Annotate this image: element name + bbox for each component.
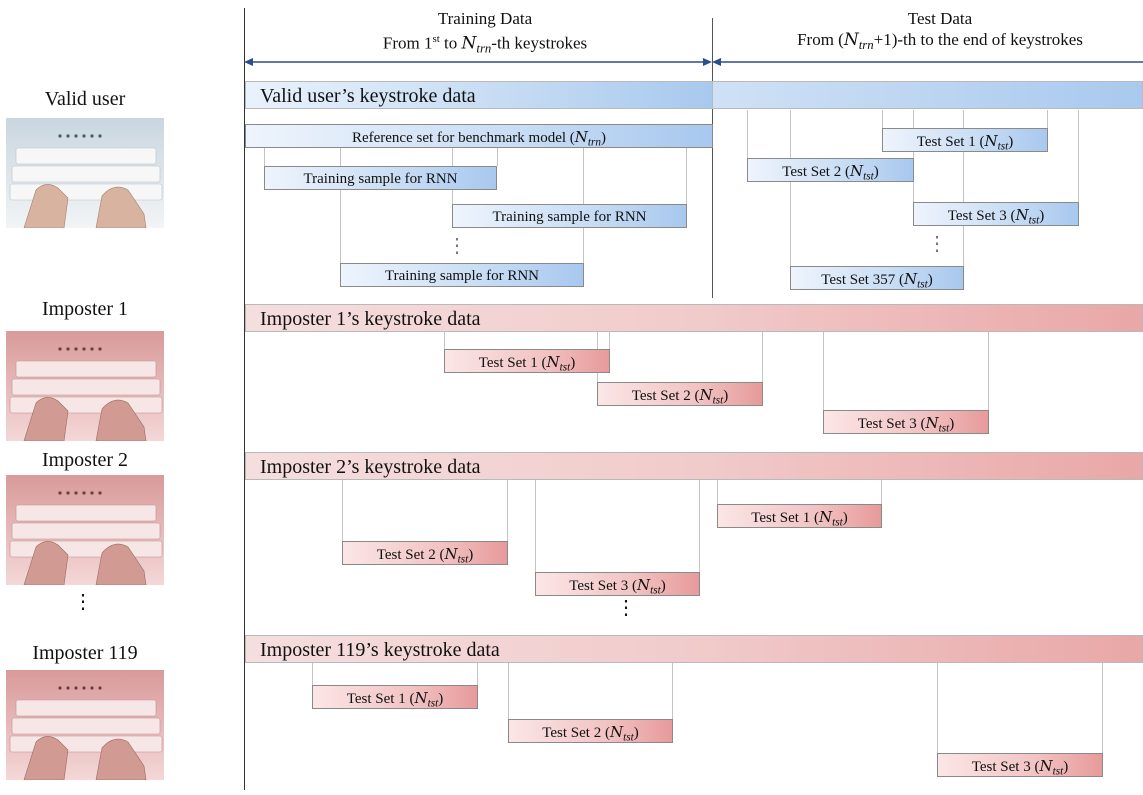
training-sample-box: Training sample for RNN — [264, 166, 497, 190]
tick-line — [699, 480, 700, 572]
more-imposters-ellipsis: ⋮ — [73, 591, 93, 613]
valid-user-keyboard-image — [6, 118, 164, 228]
keyboard-photo — [6, 118, 164, 228]
imposter-119-data-band: Imposter 119’s keystroke data — [245, 635, 1143, 663]
training-data-title: Training Data — [437, 9, 533, 28]
tick-line — [717, 480, 718, 504]
training-sample-box: Training sample for RNN — [452, 204, 687, 228]
valid-test-set-box: Test Set 1 (Ntst) — [882, 128, 1048, 152]
imposter-2-keyboard-image — [6, 475, 164, 585]
tick-line — [762, 332, 763, 382]
tick-line — [937, 663, 938, 753]
imposter-119-test-set-box: Test Set 2 (Ntst) — [508, 719, 673, 743]
valid-test-set-box: Test Set 3 (Ntst) — [913, 202, 1079, 226]
tick-line — [444, 332, 445, 350]
imposter-1-test-set-box: Test Set 1 (Ntst) — [444, 349, 610, 373]
tick-line — [747, 110, 748, 158]
valid-test-set-box: Test Set 357 (Ntst) — [790, 266, 964, 290]
imposter-2-test-set-box: Test Set 3 (Ntst) — [535, 572, 700, 596]
arrow-head-right — [703, 58, 712, 66]
tick-line — [342, 480, 343, 541]
imposter-119-keyboard-image — [6, 670, 164, 780]
imposter-1-label: Imposter 1 — [41, 298, 129, 320]
train-test-split-line — [712, 18, 713, 298]
imposter-119-test-set-box: Test Set 1 (Ntst) — [312, 685, 478, 709]
tick-line — [497, 146, 498, 166]
imposter-2-test-set-box: Test Set 1 (Ntst) — [717, 504, 882, 528]
tick-line — [963, 110, 964, 266]
valid-user-data-band: Valid user’s keystroke data — [245, 81, 713, 109]
tick-line — [988, 332, 989, 410]
test-data-title: Test Data — [907, 9, 973, 28]
tick-line — [508, 663, 509, 719]
valid-user-test-band — [712, 81, 1143, 109]
imposter-119-label: Imposter 119 — [32, 642, 138, 664]
tick-line — [686, 146, 687, 204]
valid-user-label: Valid user — [44, 88, 126, 110]
tick-line — [312, 663, 313, 685]
imposter-2-label: Imposter 2 — [41, 449, 129, 471]
tick-line — [535, 480, 536, 572]
imposter-1-data-band: Imposter 1’s keystroke data — [245, 304, 1143, 332]
training-sample-box: Training sample for RNN — [340, 263, 584, 287]
training-samples-ellipsis: ⋮ — [447, 235, 467, 257]
training-data-header: Training Data From 1st to Ntrn-th keystr… — [300, 8, 670, 59]
reference-set-box: Reference set for benchmark model (Ntrn) — [245, 124, 713, 148]
range-arrows — [244, 58, 1143, 66]
test-data-range: From (Ntrn+1)-th to the end of keystroke… — [797, 30, 1083, 52]
tick-line — [477, 663, 478, 685]
arrow-head-left — [244, 58, 253, 66]
tick-line — [672, 663, 673, 719]
tick-line — [507, 480, 508, 541]
test-data-header: Test Data From (Ntrn+1)-th to the end of… — [740, 8, 1140, 56]
tick-line — [1102, 663, 1103, 753]
imposter-sections-ellipsis: ⋮ — [616, 597, 636, 619]
tick-line — [1078, 110, 1079, 202]
valid-test-set-box: Test Set 2 (Ntst) — [747, 158, 914, 182]
tick-line — [264, 146, 265, 166]
tick-line — [790, 110, 791, 266]
tick-line — [881, 480, 882, 504]
tick-line — [340, 146, 341, 264]
imposter-1-test-set-box: Test Set 2 (Ntst) — [597, 382, 763, 406]
tick-line — [823, 332, 824, 410]
imposter-2-test-set-box: Test Set 2 (Ntst) — [342, 541, 508, 565]
tick-line — [609, 332, 610, 350]
arrow-head-left — [712, 58, 721, 66]
imposter-2-data-band: Imposter 2’s keystroke data — [245, 452, 1143, 480]
tick-line — [882, 110, 883, 128]
imposter-119-test-set-box: Test Set 3 (Ntst) — [937, 753, 1103, 777]
imposter-1-test-set-box: Test Set 3 (Ntst) — [823, 410, 989, 434]
tick-line — [913, 110, 914, 202]
imposter-1-keyboard-image — [6, 331, 164, 441]
tick-line — [1047, 110, 1048, 128]
training-data-range: From 1st to Ntrn-th keystrokes — [382, 33, 588, 56]
test-sets-ellipsis: ⋮ — [927, 233, 947, 255]
left-axis-line — [244, 8, 245, 790]
